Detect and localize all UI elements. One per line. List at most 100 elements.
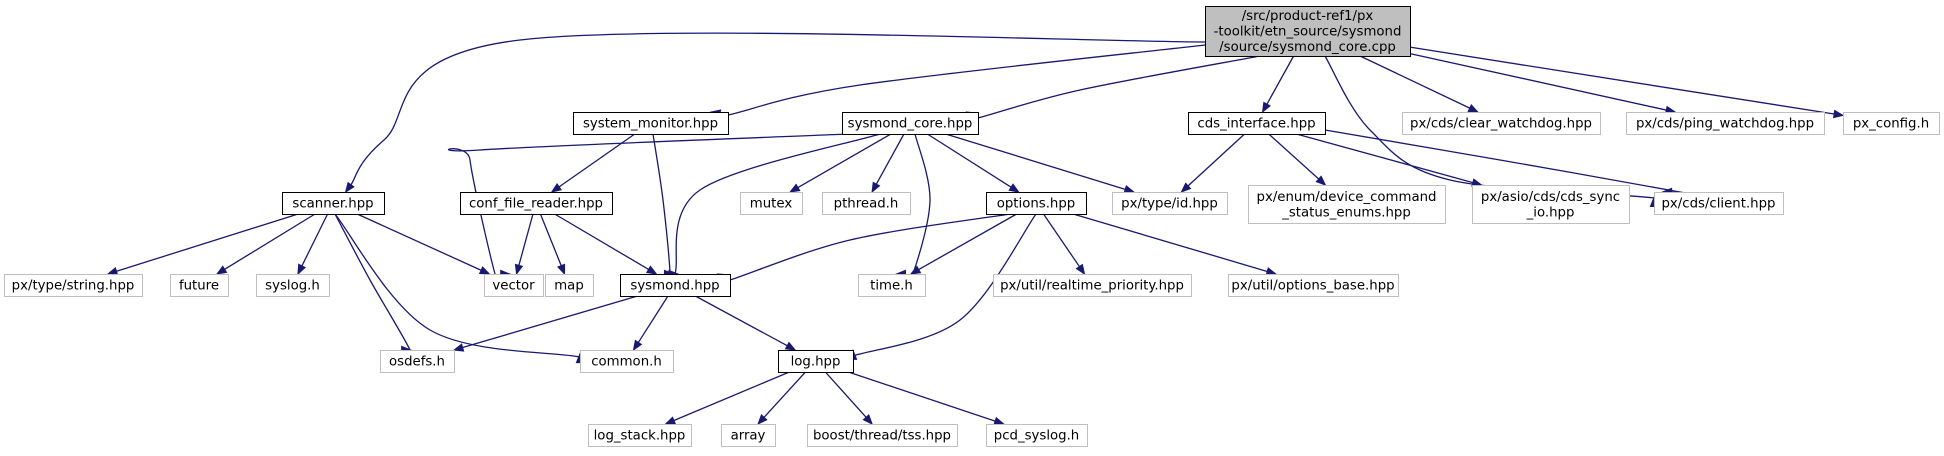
node-box [1402,112,1601,135]
node-label: common.h [591,355,662,370]
node-box [858,274,926,297]
node-osdefs: osdefs.h [380,350,455,373]
edge-scanner-to-syslog [297,213,329,276]
node-label: conf_file_reader.hpp [469,197,603,212]
edge-line [1268,133,1320,180]
node-options[interactable]: options.hpp [986,192,1087,215]
arrowhead-icon [1832,109,1845,119]
edge-root-to-cds_interface [1261,55,1295,114]
arrowhead-icon [297,263,307,276]
node-label: sysmond.hpp [630,279,719,294]
node-label: sysmond_core.hpp [848,117,973,132]
node-box [580,350,674,373]
edge-line [554,213,649,270]
node-pcd-syslog: pcd_syslog.h [986,424,1088,447]
node-box [460,192,613,215]
edge-line [848,371,996,422]
edge-line [695,295,788,347]
node-time: time.h [858,274,926,297]
node-conf-file-reader[interactable]: conf_file_reader.hpp [460,192,613,215]
node-label: px/cds/ping_watchdog.hpp [1636,117,1814,132]
edge-conf_file_reader-to-map [539,213,566,276]
node-label: px/util/options_base.hpp [1231,279,1394,294]
edge-line [1409,52,1667,111]
node-sysmond[interactable]: sysmond.hpp [620,274,731,297]
arrowhead-icon [1265,267,1278,276]
edge-sysmond-to-osdefs [452,295,638,352]
arrowhead-icon [514,263,524,276]
node-label: system_monitor.hpp [583,117,718,132]
edge-root-to-px_config [1409,46,1845,119]
node-sysmond-core[interactable]: sysmond_core.hpp [842,112,979,135]
node-syslog: syslog.h [256,274,330,297]
edge-sysmond_core-to-pthread [871,133,905,194]
node-label: _status_enums.hpp [1281,205,1411,220]
node-label: px/util/realtime_priority.hpp [1000,279,1184,294]
edge-root-to-clear_watchdog [1359,55,1480,113]
arrowhead-icon [1467,104,1480,113]
node-box [256,274,330,297]
edge-line [116,213,299,272]
arrowhead-icon [1315,175,1327,186]
node-label: pthread.h [834,197,899,212]
edge-line [714,44,1206,118]
edge-root-to-system_monitor [709,44,1206,118]
node-box [484,274,544,297]
node-device-command: px/enum/device_command_status_enums.hpp [1248,185,1446,224]
edge-line [968,55,1261,121]
edge-line [558,133,636,188]
edge-line [356,213,482,271]
node-cds-interface[interactable]: cds_interface.hpp [1188,112,1326,135]
node-box [4,274,143,297]
node-scanner[interactable]: scanner.hpp [282,192,385,215]
edge-line [763,371,806,418]
edge-conf_file_reader-to-vector [514,213,534,276]
node-vector: vector [484,274,544,297]
node-box [1654,192,1784,215]
edge-line [824,371,867,418]
edge-line [1042,213,1080,267]
node-label: boost/thread/tss.hpp [813,429,951,444]
nodes-layer: /src/product-ref1/px-toolkit/etn_source/… [4,6,1940,447]
edge-line [1266,55,1295,105]
node-log[interactable]: log.hpp [778,350,854,373]
edge-line [1359,55,1471,109]
edge-log-to-array [757,371,806,425]
arrowhead-icon [632,339,643,352]
node-box [282,192,385,215]
edge-scanner-to-vector [356,213,491,275]
edge-line [334,213,412,356]
node-label: mutex [750,197,793,212]
edge-scanner-to-type_string [106,213,299,276]
edge-line [673,371,790,422]
edge-cds_interface-to-device_command [1268,133,1327,186]
node-label: _io.hpp [1526,205,1575,220]
node-label: -toolkit/etn_source/sysmond [1214,25,1402,40]
node-box [1188,112,1326,135]
node-system-monitor[interactable]: system_monitor.hpp [573,112,729,135]
edge-line [637,295,669,343]
node-box [822,192,911,215]
edge-sysmond-to-common [632,295,669,352]
edge-line [1324,129,1692,196]
arrowhead-icon [871,181,881,194]
arrowhead-icon [344,181,355,194]
node-tss: boost/thread/tss.hpp [807,424,958,447]
edge-line [539,213,562,266]
node-realtime-priority: px/util/realtime_priority.hpp [993,274,1192,297]
arrowhead-icon [788,183,801,193]
edge-line [1072,213,1268,273]
edge-options-to-time [909,213,1017,275]
node-type-string: px/type/string.hpp [4,274,143,297]
node-box [721,424,776,447]
node-options-base: px/util/options_base.hpp [1228,274,1399,297]
edge-root-to-sysmond_core [965,55,1261,121]
node-root[interactable]: /src/product-ref1/px-toolkit/etn_source/… [1205,6,1411,57]
node-log-stack: log_stack.hpp [588,424,692,447]
edge-line [1409,46,1835,115]
edge-log-to-pcd_syslog [848,371,1005,426]
node-label: future [179,279,219,294]
node-label: px/asio/cds/cds_sync [1481,190,1620,205]
arrowhead-icon [550,183,563,193]
